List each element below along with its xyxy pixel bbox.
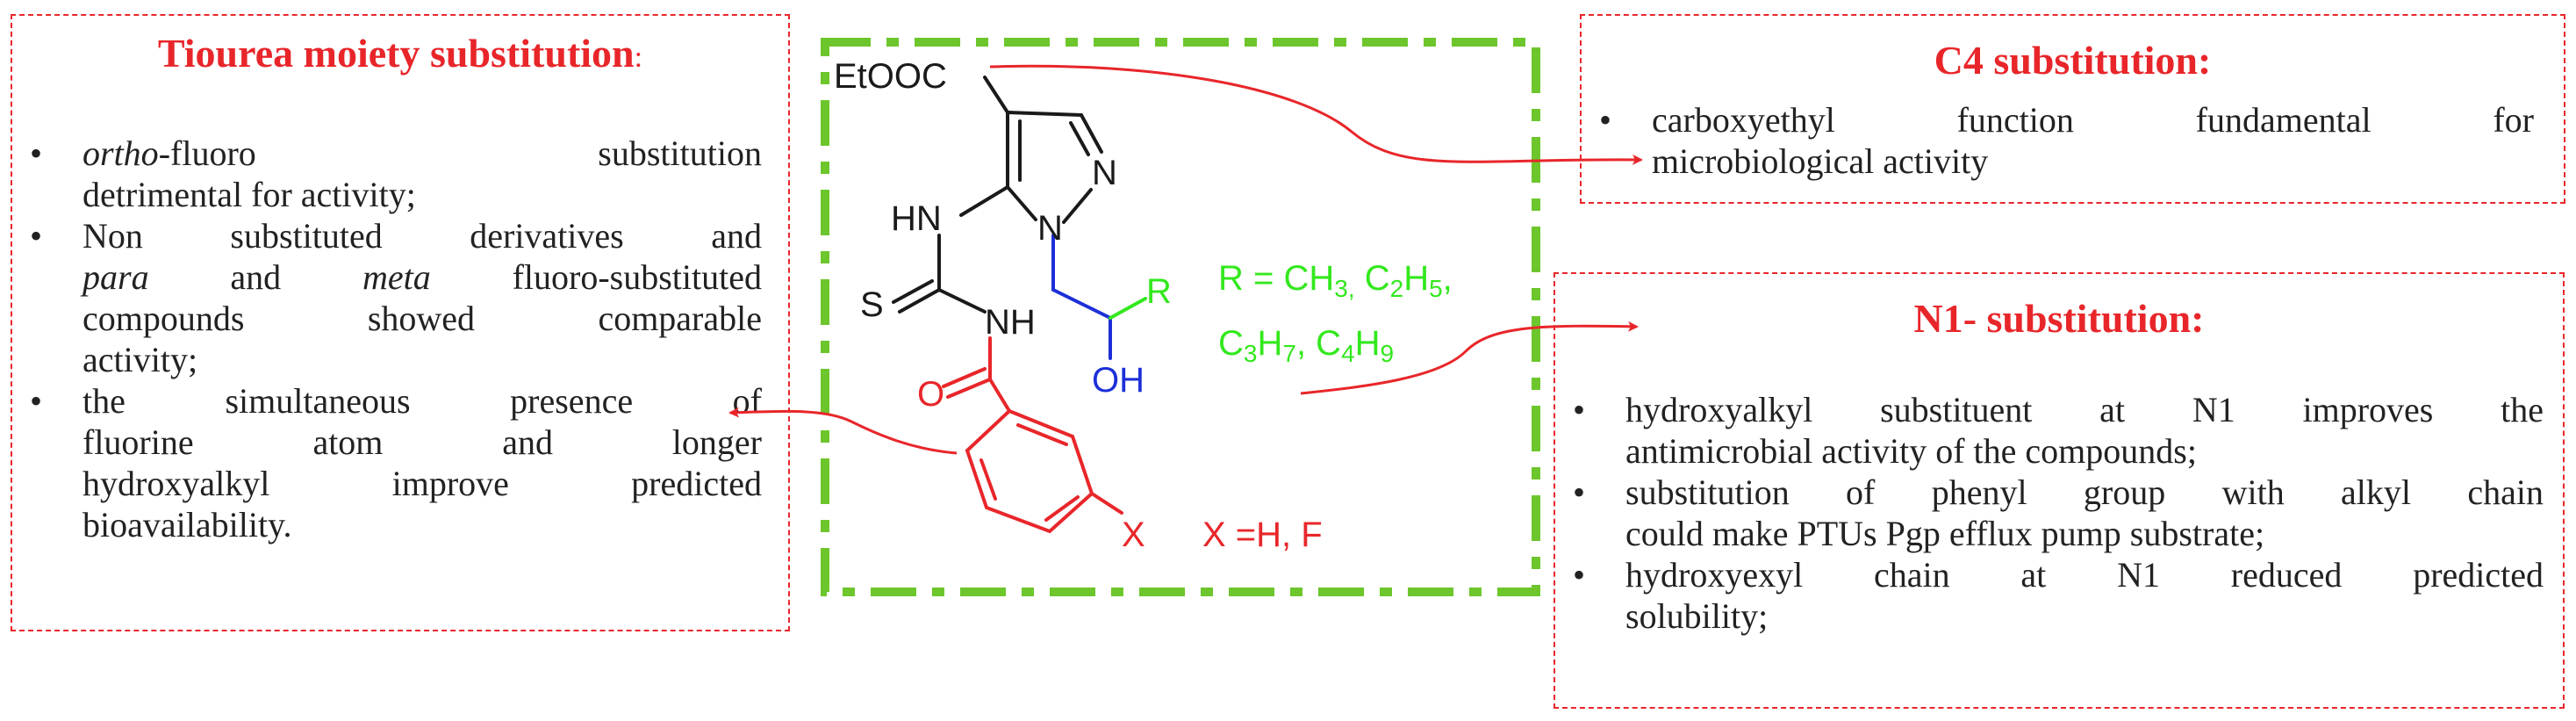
bullet-line: detrimental for activity; [83,174,416,214]
bullet-line: hydroxyalkyl improve predicted [83,463,762,503]
tiourea-bullet-list: • ortho-fluoro substitution detrimental … [12,133,762,545]
n1-arrow [1300,321,1639,395]
ester-label: EtOOC [834,57,947,96]
nh-label: NH [985,303,1036,342]
n1-box-title: N1- substitution: [1913,296,2205,341]
x-definition: X =H, F [1202,516,1323,554]
bullet-line: the simultaneous presence of [83,380,762,421]
list-item: • carboxyethyl function fundamental for … [1599,99,2534,181]
bullet-line: carboxyethyl function fundamental for [1652,99,2534,140]
bullet-line: activity; [83,339,198,379]
r-definition-line2: C3H7, C4H9 [1218,324,1394,367]
list-item: • Non substituted derivatives and para a… [30,215,762,379]
c4-box-title: C4 substitution: [1934,38,2212,83]
hn-label: HN [891,199,942,238]
oxygen-label: O [917,375,944,414]
list-item: • ortho-fluoro substitution detrimental … [30,133,762,214]
benzoyl-group [942,336,1123,534]
n1-substitution-box: N1- substitution: • hydroxyalkyl substit… [1553,272,2565,709]
c4-bullet-list: • carboxyethyl function fundamental for … [1582,99,2534,182]
ring-n1-label: N [1037,209,1063,248]
tiourea-arrow [728,407,958,455]
c4-arrow [989,64,1643,165]
tiourea-substitution-box: Tiourea moiety substitution: • ortho-flu… [11,14,790,631]
bullet-line: solubility; [1625,595,1769,636]
n1-bullet-list: • hydroxyalkyl substituent at N1 improve… [1555,389,2544,637]
sulfur-label: S [860,285,884,324]
r-group-bond [1109,297,1147,320]
bullet-line: hydroxyexyl chain at N1 reduced predicte… [1625,554,2544,595]
pyrazole-ring [892,76,1103,314]
tiourea-box-title: Tiourea moiety substitution: [12,31,788,76]
list-item: • substitution of phenyl group with alky… [1573,472,2544,553]
bullet-line: Non substituted derivatives and [83,215,762,256]
bullet-line: bioavailability. [83,504,292,544]
r-definition-line1: R = CH3, C2H5, [1218,259,1453,302]
bullet-line: fluorine atom and longer [83,422,762,462]
bullet-line: antimicrobial activity of the compounds; [1625,430,2197,471]
hydroxyalkyl-chain [1051,234,1112,360]
x-label: X [1122,516,1145,554]
molecule-frame [821,38,1540,596]
bullet-line: could make PTUs Pgp efflux pump substrat… [1625,513,2265,553]
bullet-line: substitution of phenyl group with alkyl … [1625,472,2544,512]
r-label: R [1146,272,1172,311]
tiourea-title-colon: : [634,41,643,74]
list-item: • hydroxyalkyl substituent at N1 improve… [1573,389,2544,471]
bullet-line: hydroxyalkyl substituent at N1 improves … [1625,389,2544,429]
bullet-line: microbiological activity [1652,141,1989,181]
ring-n2-label: N [1092,154,1117,192]
bullet-line: para and meta fluoro-substituted [83,256,762,297]
atom-labels: EtOOC N N HN S NH O OH R X [834,57,1172,554]
list-item: • the simultaneous presence of fluorine … [30,380,762,544]
bullet-line: ortho-fluoro substitution [83,133,762,173]
c4-substitution-box: C4 substitution: • carboxyethyl function… [1580,14,2565,204]
bullet-line: compounds showed comparable [83,298,762,338]
list-item: • hydroxyexyl chain at N1 reduced predic… [1573,554,2544,636]
tiourea-title-text: Tiourea moiety substitution [157,31,635,76]
hydroxyl-label: OH [1092,361,1144,400]
